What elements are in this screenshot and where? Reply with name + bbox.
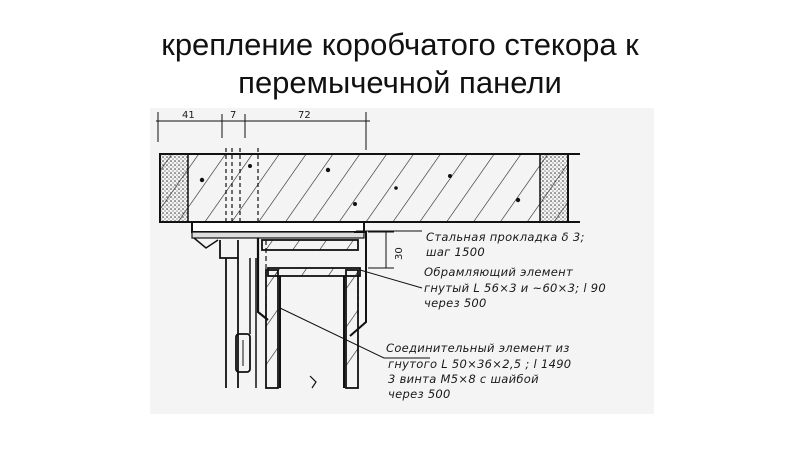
steel-pad xyxy=(191,221,365,249)
anchor-bolts xyxy=(225,148,259,226)
slide-title-line-1: крепление коробчатого стекора к xyxy=(161,27,639,62)
top-dimension-line xyxy=(156,112,370,150)
callout-steel-pad-line-2: шаг 1500 xyxy=(426,245,485,259)
callout-steel-pad-line-1: Стальная прокладка δ 3; xyxy=(426,230,585,244)
leader-lines xyxy=(279,230,430,359)
callout-frame-line-1: Обрамляющий элемент xyxy=(424,265,573,279)
dimension-7: 7 xyxy=(230,110,236,121)
dimension-30: 30 xyxy=(394,247,405,260)
box-mullion xyxy=(265,269,359,389)
technical-drawing: 41 7 72 xyxy=(150,108,654,414)
callout-frame-line-2: гнутый L 56×3 и ~60×3; l 90 xyxy=(424,281,606,295)
callout-connector-line-2: гнутого L 50×36×2,5 ; l 1490 xyxy=(388,357,571,371)
callout-connector-line-4: через 500 xyxy=(388,387,451,401)
callout-frame-line-3: через 500 xyxy=(424,296,487,310)
dimension-72: 72 xyxy=(298,110,311,121)
drawing-canvas: 41 7 72 xyxy=(156,110,606,401)
slide-title-line-2: перемычечной панели xyxy=(238,65,562,100)
dimension-30-line xyxy=(368,231,394,269)
dimension-41: 41 xyxy=(182,110,195,121)
slide-title: крепление коробчатого стекора к перемыче… xyxy=(0,26,800,102)
left-profile xyxy=(219,240,257,388)
callout-connector-line-1: Соединительный элемент из xyxy=(386,341,570,355)
lintel-panel xyxy=(159,153,580,223)
callout-connector-line-3: 3 винта М5×8 с шайбой xyxy=(388,372,539,386)
